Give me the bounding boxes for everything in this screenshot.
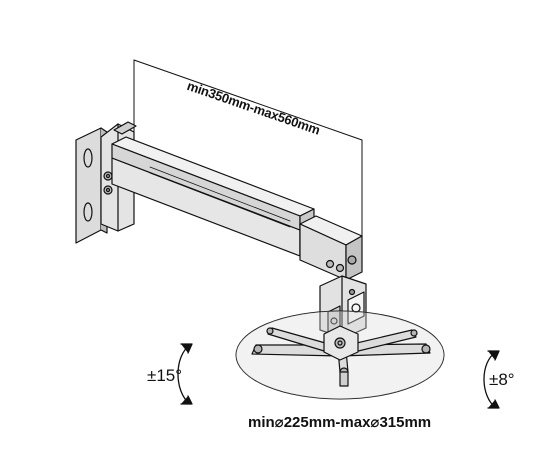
swivel-angle-label: ±8° (489, 370, 515, 389)
plate-ellipse (235, 310, 445, 400)
swivel-arrow-icon (483, 350, 500, 409)
arm-bolts (253, 327, 431, 387)
tilt-arrow-icon (177, 343, 193, 405)
spider-arms (251, 327, 431, 373)
inner-arm (299, 215, 363, 281)
plate-diameter-label: min⌀225mm-max⌀315mm (248, 414, 432, 431)
outer-arm (111, 136, 315, 257)
tilt-angle-label: ±15° (147, 366, 183, 385)
spider-hub (323, 325, 359, 361)
